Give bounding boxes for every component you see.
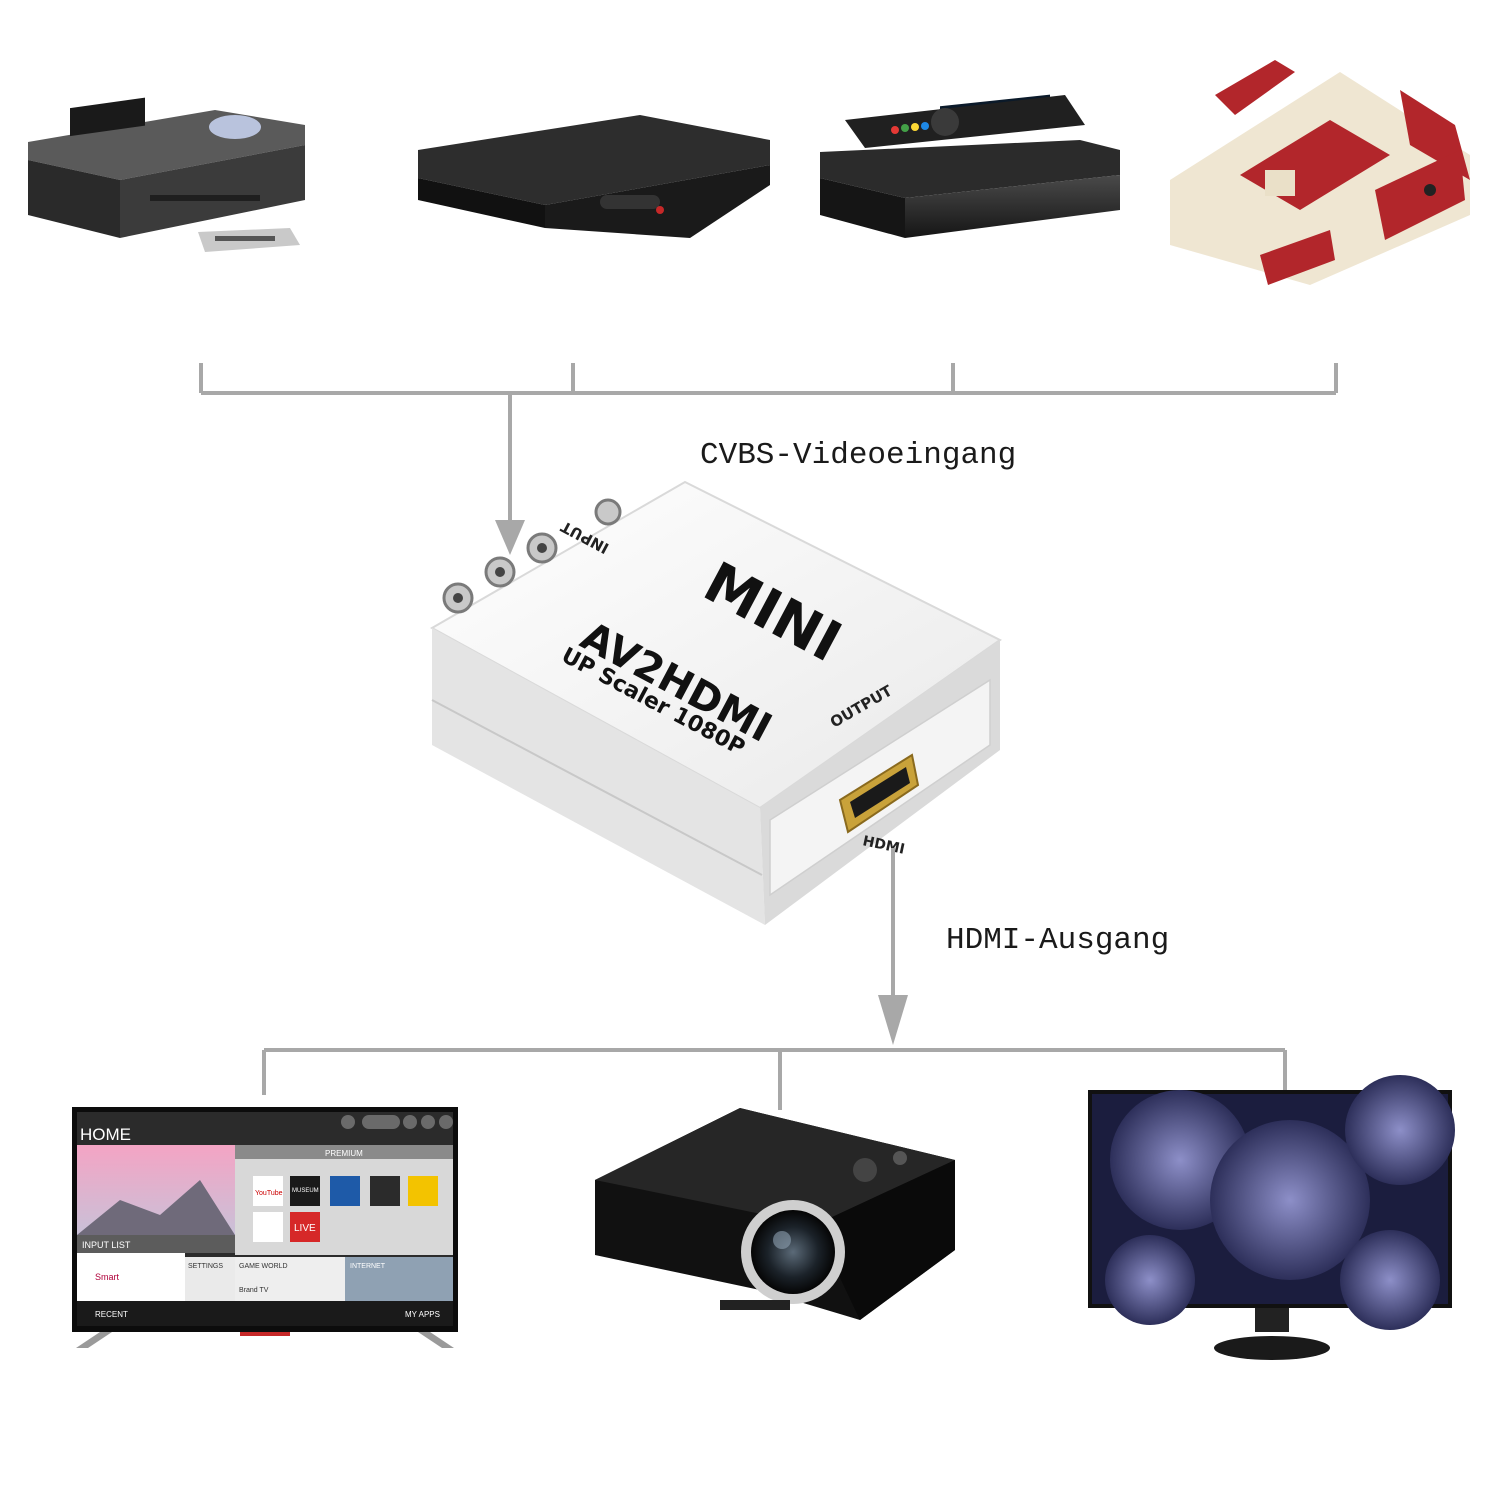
tile-youtube-label: YouTube xyxy=(255,1190,283,1197)
input-connector xyxy=(199,363,1338,555)
av2hdmi-adapter: MINI AV2HDMI UP Scaler 1080P INPUT OUTPU… xyxy=(429,480,1002,925)
monitor xyxy=(1088,1075,1455,1360)
input-arrowhead xyxy=(495,520,525,555)
tile-youtube xyxy=(253,1176,283,1206)
tv-brand-label: Brand TV xyxy=(239,1287,269,1294)
tv-smart-label: Smart xyxy=(95,1272,120,1282)
input-label: CVBS-Videoeingang xyxy=(700,438,1016,473)
tv-home-label: HOME xyxy=(80,1125,131,1144)
tv-input-list: INPUT LIST xyxy=(82,1240,131,1250)
tv-premium-label: PREMIUM xyxy=(325,1149,363,1158)
projector xyxy=(595,1108,955,1320)
tile-museum-label: MUSEUM xyxy=(292,1188,319,1194)
tv-settings-label: SETTINGS xyxy=(188,1263,223,1270)
tile-live-label: LIVE xyxy=(294,1223,316,1234)
tv-my-apps-label: MY APPS xyxy=(405,1310,440,1319)
output-arrowhead xyxy=(878,995,908,1045)
dvd-player xyxy=(418,115,770,238)
set-top-box-with-remote xyxy=(820,94,1120,238)
tv-internet-label: INTERNET xyxy=(350,1263,386,1270)
vcr-dvd-combo xyxy=(28,97,305,252)
famicom-console xyxy=(1170,60,1470,285)
tv-game-world-label: GAME WORLD xyxy=(239,1263,288,1270)
rca-input-jacks xyxy=(442,498,622,614)
tile-live xyxy=(290,1212,320,1242)
tv-recent-label: RECENT xyxy=(95,1310,128,1319)
output-connector xyxy=(262,848,1287,1110)
hdmi-port-label: HDMI xyxy=(861,833,906,857)
tile-museum xyxy=(290,1176,320,1206)
smart-tv: HOME INPUT LIST PREMIUM YouTube MUSEUM L… xyxy=(72,1107,458,1348)
hdmi-output-port xyxy=(838,753,920,834)
output-label: HDMI-Ausgang xyxy=(946,923,1169,958)
